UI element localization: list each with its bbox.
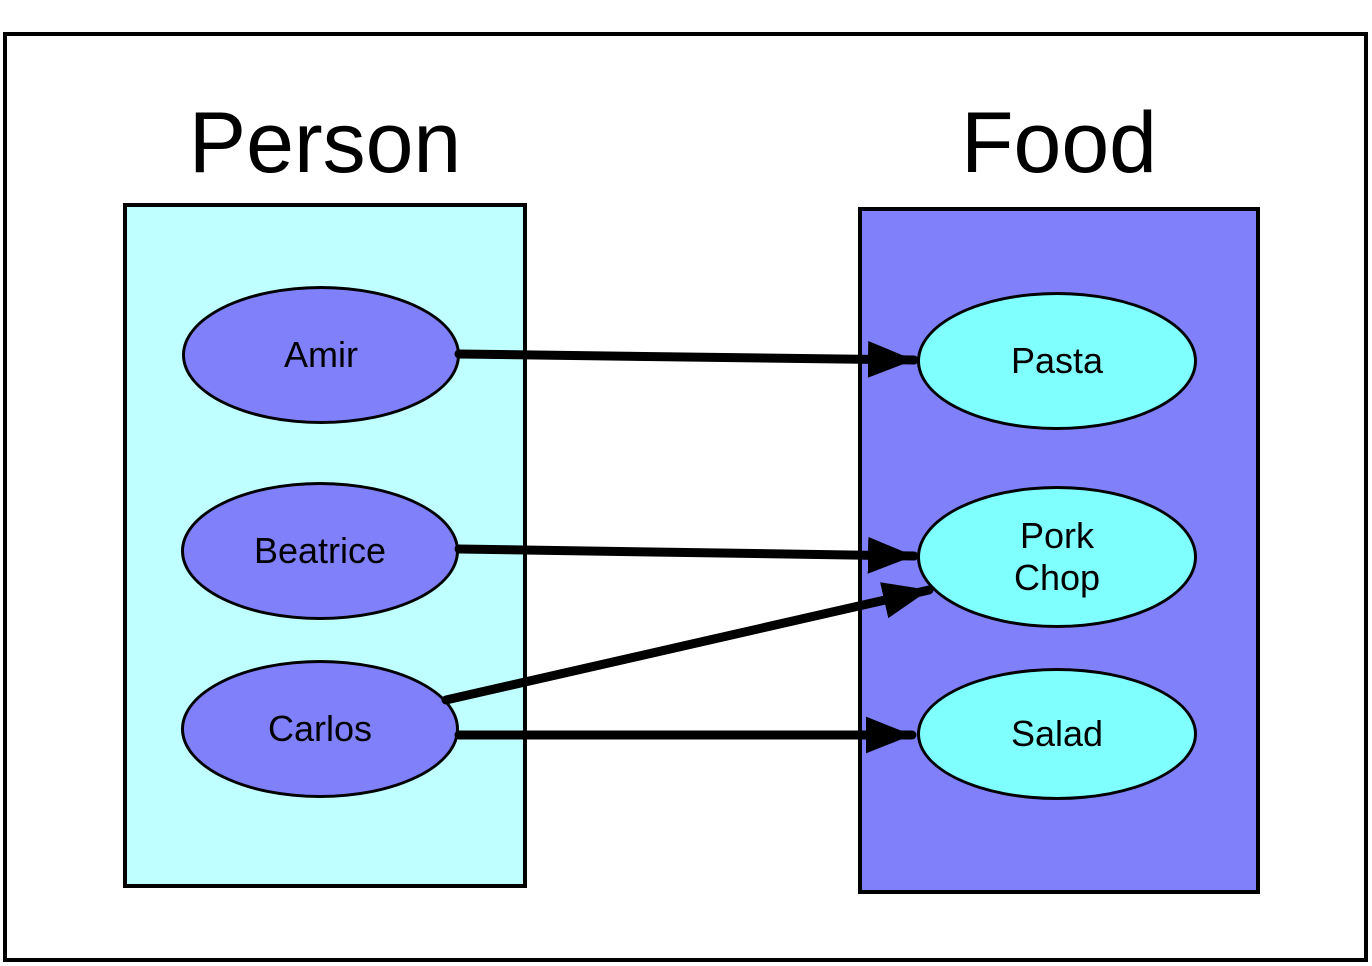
person-node-amir-label: Amir (284, 334, 358, 376)
food-node-salad: Salad (917, 668, 1197, 800)
food-node-pork-chop-label: Pork Chop (1013, 515, 1101, 598)
person-node-beatrice-label: Beatrice (253, 530, 387, 572)
food-node-pork-chop: Pork Chop (917, 486, 1197, 628)
person-node-amir: Amir (182, 286, 460, 424)
food-node-salad-label: Salad (1010, 713, 1104, 755)
person-node-carlos: Carlos (181, 660, 459, 798)
person-node-carlos-label: Carlos (267, 708, 373, 750)
food-node-pasta: Pasta (917, 292, 1197, 430)
food-set-title: Food (960, 95, 1158, 191)
person-node-beatrice: Beatrice (181, 482, 459, 620)
person-set-title: Person (188, 95, 462, 191)
food-node-pasta-label: Pasta (1010, 340, 1104, 382)
